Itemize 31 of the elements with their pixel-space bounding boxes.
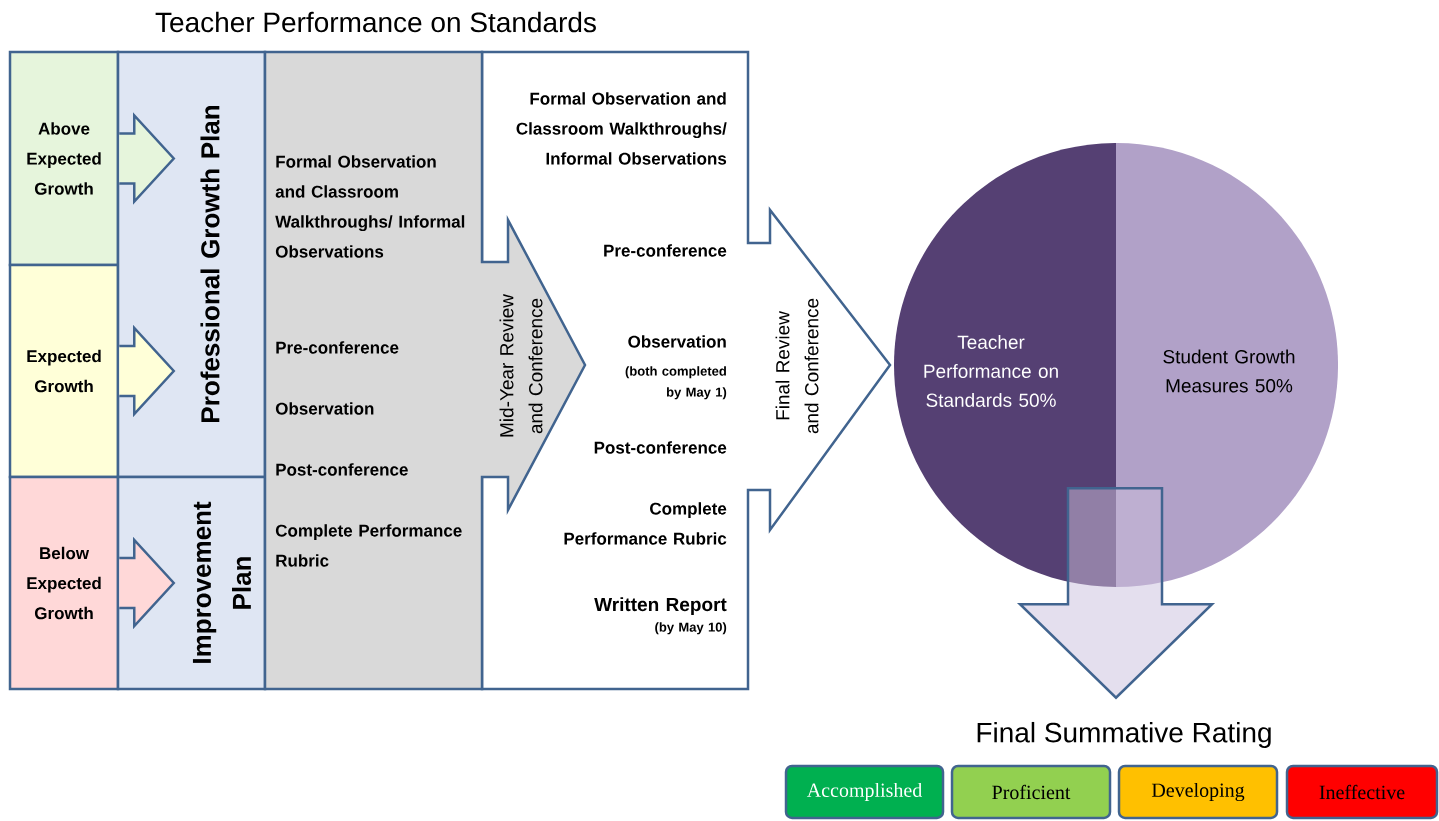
step-text: Written Report [594,597,727,615]
rating-box: Accomplished [784,764,945,820]
block-arrow [1016,486,1216,700]
step-text: Complete Performance Rubric [564,502,727,545]
rating-heading: Final Summative Rating [977,721,1271,749]
pie-slice: Student Growth Measures 50% [1163,349,1295,393]
step-note: (both completed by May 1) [625,366,727,400]
growth-box: Expected Growth [8,263,120,479]
step-note: (by May 10) [655,622,727,635]
growth-box: Below Expected Growth [8,475,120,691]
growth-box: Above Expected Growth [8,50,120,267]
step-text: Formal Observation and Classroom Walkthroughs/ Informal Observations [275,155,465,258]
block-arrow [118,324,176,418]
step-text: Pre-conference [276,341,399,354]
band-title: Improvement Plan [192,501,252,663]
block-arrow [118,536,176,630]
rating-box: Developing [1117,764,1279,820]
step-text: Complete Performance Rubric [275,524,462,567]
arrow-label: Final Review and Conference [775,298,819,434]
step-text: Post-conference [594,441,727,454]
rating-box: Proficient [950,764,1112,820]
step-text: Pre-conference [604,244,727,257]
block-arrow [118,112,176,205]
band-title: Professional Growth Plan [200,105,220,422]
title: Teacher Performance on Standards [155,11,596,33]
step-text: Post-conference [276,463,408,476]
step-text: Observation [275,402,374,415]
step-text: Observation [628,335,726,348]
step-text: Formal Observation and Classroom Walkthroughs/ Informal Observations [516,92,727,165]
arrow-label: Mid-Year Review and Conference [499,294,543,437]
rating-box: Ineffective [1285,764,1439,820]
